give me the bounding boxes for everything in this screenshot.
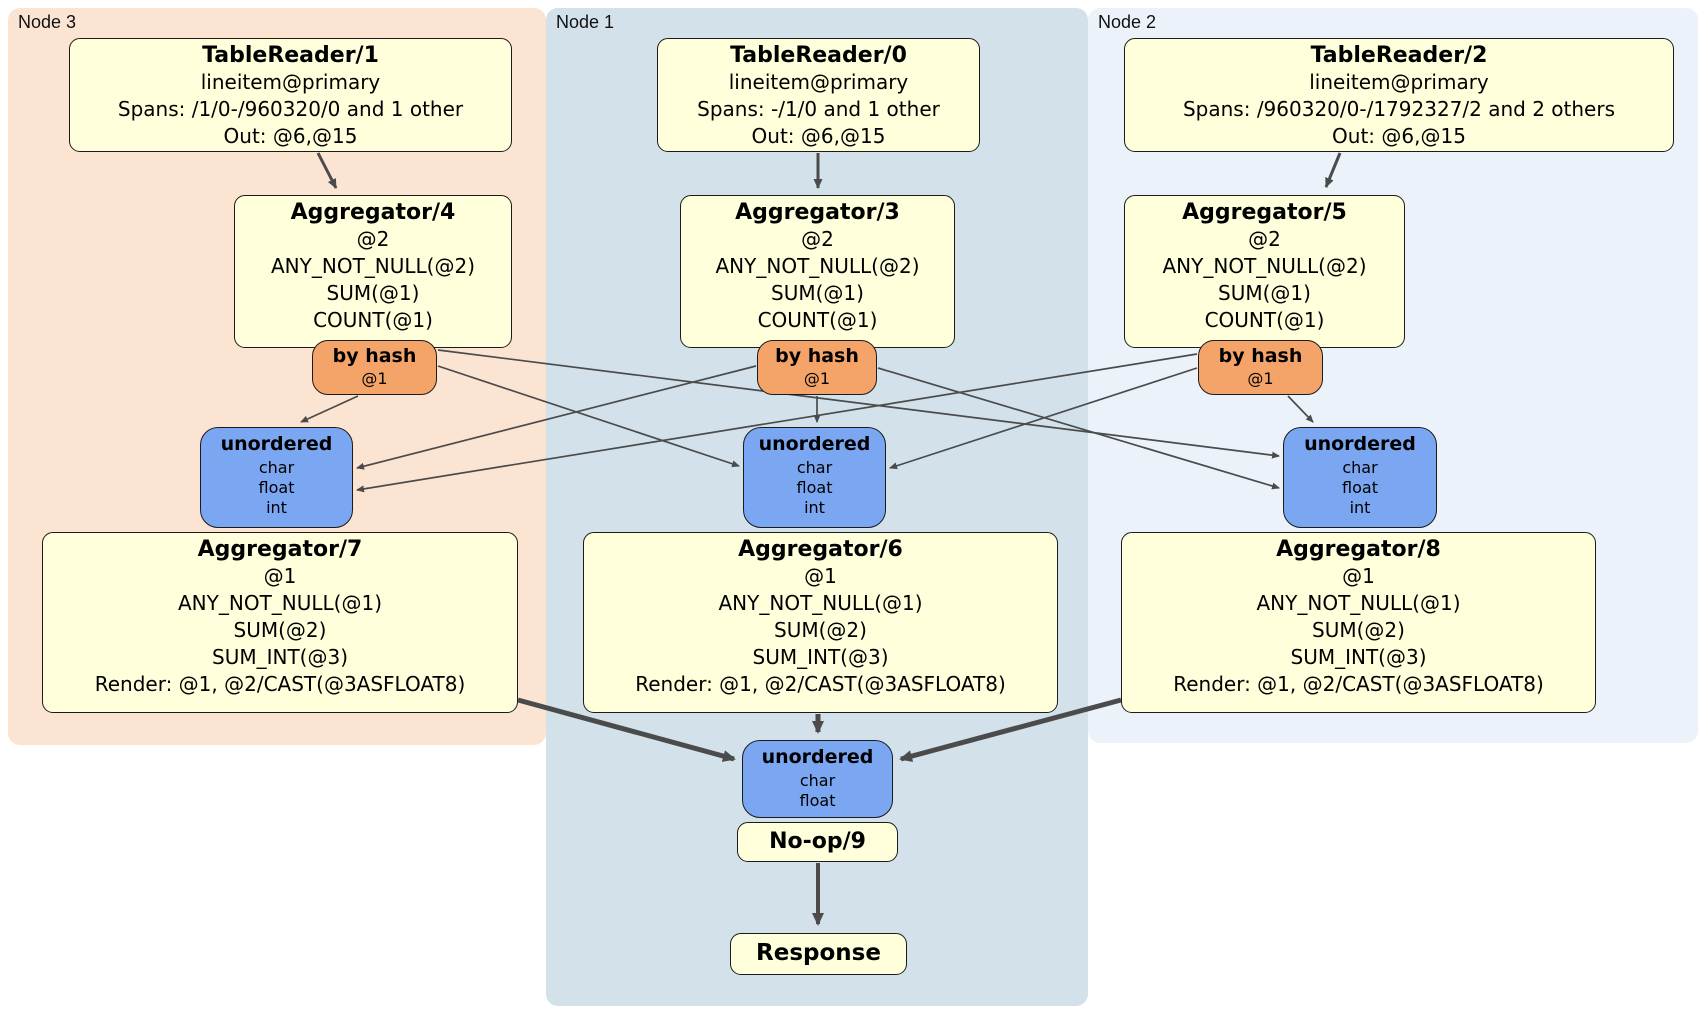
final-unordered-col2: float — [799, 791, 836, 810]
aggregator-4-fn1: ANY_NOT_NULL(@2) — [271, 254, 475, 278]
aggregator-7-render: Render: @1, @2/CAST(@3ASFLOAT8) — [94, 672, 466, 696]
unordered-node2-col1: char — [1342, 458, 1378, 477]
unordered-node3-col2: float — [258, 478, 295, 497]
noop-9-box: No-op/9 — [737, 822, 898, 862]
aggregator-8-fn2: SUM(@2) — [1312, 618, 1405, 642]
tablereader-1-spans: Spans: /1/0-/960320/0 and 1 other — [117, 97, 464, 121]
aggregator-7-title: Aggregator/7 — [197, 537, 363, 562]
byhash-router-node3: by hash @1 — [312, 340, 437, 395]
tablereader-1-index: lineitem@primary — [200, 70, 381, 94]
aggregator-8-render: Render: @1, @2/CAST(@3ASFLOAT8) — [1173, 672, 1544, 696]
aggregator-3-box: Aggregator/3 @2 ANY_NOT_NULL(@2) SUM(@1)… — [680, 195, 955, 348]
final-unordered-sync: unordered char float — [742, 740, 893, 818]
tablereader-0-out: Out: @6,@15 — [751, 124, 886, 148]
aggregator-7-box: Aggregator/7 @1 ANY_NOT_NULL(@1) SUM(@2)… — [42, 532, 518, 713]
aggregator-6-box: Aggregator/6 @1 ANY_NOT_NULL(@1) SUM(@2)… — [583, 532, 1058, 713]
unordered-node3-col3: int — [266, 498, 287, 517]
byhash-node1-title: by hash — [775, 345, 859, 367]
aggregator-6-fn2: SUM(@2) — [774, 618, 867, 642]
byhash-node3-key: @1 — [361, 369, 388, 388]
aggregator-8-box: Aggregator/8 @1 ANY_NOT_NULL(@1) SUM(@2)… — [1121, 532, 1596, 713]
aggregator-5-group: @2 — [1248, 227, 1281, 251]
tablereader-1-title: TableReader/1 — [202, 43, 379, 68]
unordered-sync-node2: unordered char float int — [1283, 427, 1437, 528]
aggregator-6-group: @1 — [804, 564, 837, 588]
aggregator-7-fn3: SUM_INT(@3) — [212, 645, 348, 669]
tablereader-2-out: Out: @6,@15 — [1332, 124, 1466, 148]
tablereader-0-spans: Spans: -/1/0 and 1 other — [697, 97, 940, 121]
aggregator-5-title: Aggregator/5 — [1182, 200, 1347, 225]
tablereader-1-out: Out: @6,@15 — [223, 124, 358, 148]
unordered-node3-col1: char — [258, 458, 295, 477]
aggregator-4-title: Aggregator/4 — [290, 200, 456, 225]
byhash-node2-title: by hash — [1218, 345, 1303, 367]
aggregator-8-fn1: ANY_NOT_NULL(@1) — [1256, 591, 1461, 615]
noop-9-title: No-op/9 — [769, 829, 866, 854]
aggregator-8-title: Aggregator/8 — [1276, 537, 1441, 562]
byhash-node3-title: by hash — [332, 345, 417, 367]
aggregator-4-group: @2 — [356, 227, 390, 251]
aggregator-3-group: @2 — [801, 227, 834, 251]
tablereader-2-spans: Spans: /960320/0-/1792327/2 and 2 others — [1182, 97, 1615, 121]
tablereader-0-box: TableReader/0 lineitem@primary Spans: -/… — [657, 38, 980, 152]
aggregator-5-fn1: ANY_NOT_NULL(@2) — [1162, 254, 1367, 278]
response-box: Response — [730, 933, 907, 975]
aggregator-5-fn3: COUNT(@1) — [1204, 308, 1325, 332]
unordered-sync-node3: unordered char float int — [200, 427, 353, 528]
aggregator-3-fn3: COUNT(@1) — [757, 308, 878, 332]
byhash-node1-key: @1 — [803, 369, 831, 388]
byhash-router-node2: by hash @1 — [1198, 340, 1323, 395]
unordered-node2-title: unordered — [1304, 433, 1416, 455]
node1-label: Node 1 — [556, 12, 615, 32]
byhash-node2-key: @1 — [1247, 369, 1274, 388]
tablereader-2-title: TableReader/2 — [1310, 43, 1488, 68]
aggregator-4-box: Aggregator/4 @2 ANY_NOT_NULL(@2) SUM(@1)… — [234, 195, 512, 348]
aggregator-6-title: Aggregator/6 — [738, 537, 903, 562]
aggregator-7-fn1: ANY_NOT_NULL(@1) — [178, 591, 382, 615]
final-unordered-title: unordered — [761, 746, 874, 768]
tablereader-1-box: TableReader/1 lineitem@primary Spans: /1… — [69, 38, 512, 152]
tablereader-2-box: TableReader/2 lineitem@primary Spans: /9… — [1124, 38, 1674, 152]
node2-label: Node 2 — [1098, 12, 1157, 32]
aggregator-8-fn3: SUM_INT(@3) — [1290, 645, 1427, 669]
aggregator-6-render: Render: @1, @2/CAST(@3ASFLOAT8) — [635, 672, 1006, 696]
unordered-node2-col3: int — [1349, 498, 1371, 517]
byhash-router-node1: by hash @1 — [757, 340, 877, 395]
tablereader-2-index: lineitem@primary — [1309, 70, 1489, 94]
unordered-node3-title: unordered — [220, 433, 333, 455]
aggregator-6-fn1: ANY_NOT_NULL(@1) — [718, 591, 923, 615]
aggregator-5-box: Aggregator/5 @2 ANY_NOT_NULL(@2) SUM(@1)… — [1124, 195, 1405, 348]
aggregator-4-fn2: SUM(@1) — [326, 281, 420, 305]
response-title: Response — [756, 940, 881, 966]
aggregator-7-group: @1 — [263, 564, 297, 588]
final-unordered-col1: char — [799, 771, 836, 790]
tablereader-0-index: lineitem@primary — [728, 70, 909, 94]
aggregator-8-group: @1 — [1342, 564, 1375, 588]
unordered-node1-col1: char — [796, 458, 833, 477]
aggregator-3-title: Aggregator/3 — [735, 200, 900, 225]
aggregator-5-fn2: SUM(@1) — [1218, 281, 1311, 305]
aggregator-3-fn1: ANY_NOT_NULL(@2) — [715, 254, 920, 278]
node3-label: Node 3 — [18, 12, 77, 32]
aggregator-4-fn3: COUNT(@1) — [313, 308, 433, 332]
unordered-sync-node1: unordered char float int — [743, 427, 886, 528]
unordered-node1-title: unordered — [758, 433, 871, 455]
tablereader-0-title: TableReader/0 — [730, 43, 907, 68]
unordered-node1-col2: float — [796, 478, 833, 497]
aggregator-7-fn2: SUM(@2) — [233, 618, 327, 642]
unordered-node1-col3: int — [804, 498, 825, 517]
unordered-node2-col2: float — [1342, 478, 1378, 497]
aggregator-6-fn3: SUM_INT(@3) — [752, 645, 889, 669]
aggregator-3-fn2: SUM(@1) — [771, 281, 864, 305]
